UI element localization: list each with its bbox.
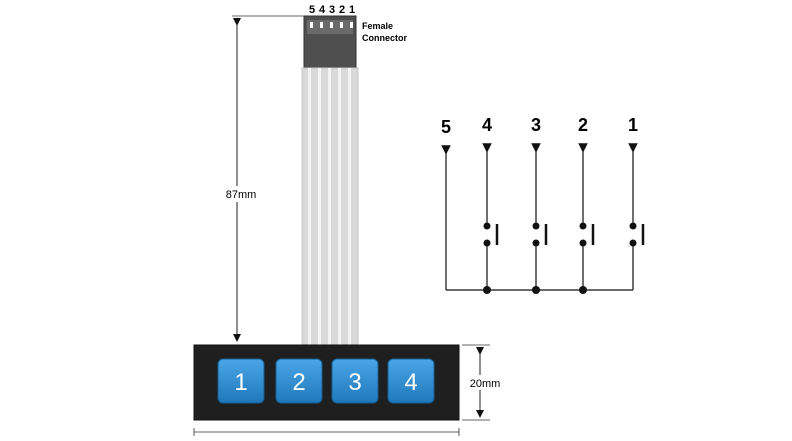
key-1-cap[interactable]: [217, 358, 265, 404]
connector-pin-label-3: 3: [329, 4, 335, 16]
switch-branch-4: [482, 143, 499, 294]
ribbon-cable: [301, 67, 359, 346]
key-4[interactable]: 4: [387, 358, 435, 404]
key-4-cap[interactable]: [387, 358, 435, 404]
dimension-label-bg: [466, 375, 506, 390]
keypad-outline: [193, 344, 460, 421]
terminal-label-3: 3: [531, 115, 541, 135]
switch-contact: [483, 222, 491, 230]
connector-pin: [350, 22, 353, 28]
female-connector: [303, 15, 357, 69]
switch-contact: [579, 239, 587, 247]
connector-label-line2: Connector: [362, 33, 407, 43]
switch-contact: [629, 239, 637, 247]
connector-pin: [320, 22, 323, 28]
switch-branch-2: [578, 143, 595, 294]
switch-branch-1: [628, 143, 645, 290]
key-3-label: 3: [348, 369, 361, 396]
connector-pin: [340, 22, 343, 28]
ribbon-trace: [328, 68, 331, 345]
key-4-label: 4: [404, 369, 417, 396]
keypad-height-dimension: 20mm: [462, 344, 506, 421]
junction-dot: [579, 286, 587, 294]
switch-branch-3: [531, 143, 548, 294]
connector-pin: [330, 22, 333, 28]
ribbon-trace: [338, 68, 341, 345]
connector-pin: [310, 22, 313, 28]
connector-pin-label-4: 4: [319, 4, 326, 16]
ribbon-trace: [308, 68, 311, 345]
junction-dot: [483, 286, 491, 294]
key-3-cap[interactable]: [331, 358, 379, 404]
keypad: 1 2 3 4: [193, 344, 460, 421]
switch-contact: [483, 239, 491, 247]
key-2[interactable]: 2: [275, 358, 323, 404]
schematic: 5 4 3 2 1: [441, 115, 645, 294]
dimension-label-bg: [218, 186, 258, 202]
switch-contact: [629, 222, 637, 230]
ribbon-trace: [348, 68, 351, 345]
connector-pin-labels: 5 4 3 2 1: [309, 4, 355, 16]
terminal-label-5: 5: [441, 117, 451, 137]
connector-pin-label-1: 1: [349, 4, 355, 16]
ribbon-trace: [318, 68, 321, 345]
junction-dot: [532, 286, 540, 294]
terminal-label-4: 4: [482, 115, 492, 135]
key-2-label: 2: [292, 369, 305, 396]
switch-contact: [579, 222, 587, 230]
switch-contact: [532, 239, 540, 247]
connector-label-line1: Female: [362, 21, 393, 31]
key-1[interactable]: 1: [217, 358, 265, 404]
keypad-height-label: 20mm: [470, 378, 501, 390]
connector-pin-label-2: 2: [339, 4, 345, 16]
terminal-label-2: 2: [578, 115, 588, 135]
cable-length-label: 87mm: [226, 189, 257, 201]
switch-contact: [532, 222, 540, 230]
key-3[interactable]: 3: [331, 358, 379, 404]
key-1-label: 1: [234, 369, 247, 396]
connector-pin-label-5: 5: [309, 4, 315, 16]
cable-length-dimension: 87mm: [218, 15, 304, 342]
key-2-cap[interactable]: [275, 358, 323, 404]
terminal-label-1: 1: [628, 115, 638, 135]
